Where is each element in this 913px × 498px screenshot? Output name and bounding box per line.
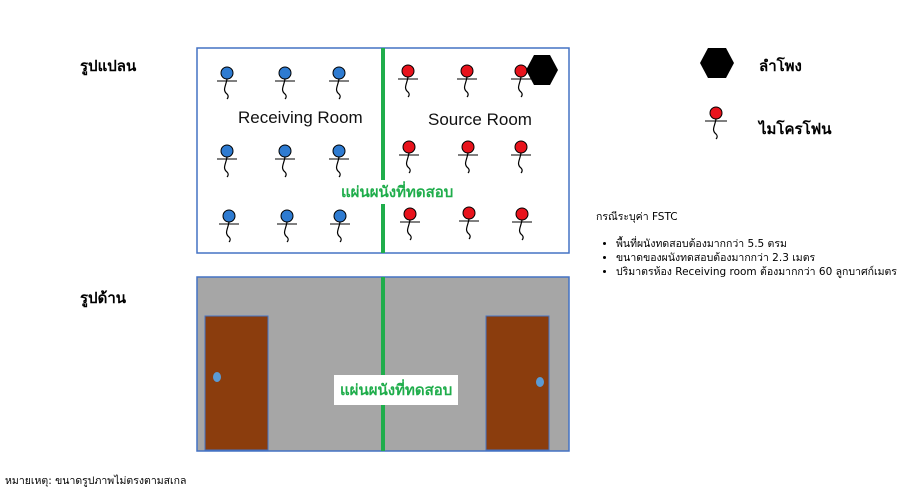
receiving-microphone-icon: [275, 144, 295, 178]
plan-test-wall-label: แผ่นผนังที่ทดสอบ: [339, 180, 456, 204]
legend-microphone-label: ไมโครโฟน: [759, 120, 832, 138]
requirement-item: พื้นที่ผนังทดสอบต้องมากกว่า 5.5 ตรม: [616, 237, 906, 251]
legend-speaker-label: ลำโพง: [759, 57, 802, 75]
plan-view-label: รูปแปลน: [80, 57, 137, 75]
source-microphone-icon: [399, 140, 419, 174]
source-room-label: Source Room: [428, 110, 532, 129]
source-microphone-icon: [512, 207, 532, 241]
requirement-item: ปริมาตรห้อง Receiving room ต้องมากกว่า 6…: [616, 265, 906, 279]
receiving-microphone-icon: [275, 66, 295, 100]
legend-microphone-icon: [705, 106, 727, 140]
speaker-icon: [526, 55, 558, 85]
left-door-knob: [213, 372, 221, 382]
scale-note: หมายเหตุ: ขนาดรูปภาพไม่ตรงตามสเกล: [5, 475, 187, 487]
source-microphone-icon: [458, 140, 478, 174]
receiving-microphone-icon: [219, 209, 239, 243]
side-test-wall-label: แผ่นผนังที่ทดสอบ: [334, 375, 459, 405]
legend-speaker-icon: [700, 48, 734, 78]
source-microphone-icon: [400, 207, 420, 241]
source-microphone-icon: [398, 64, 418, 98]
plan-view-diagram: [196, 47, 570, 254]
requirements-title: กรณีระบุค่า FSTC: [596, 211, 678, 223]
receiving-microphone-icon: [329, 144, 349, 178]
receiving-microphone-icon: [329, 66, 349, 100]
side-view-label: รูปด้าน: [80, 289, 126, 307]
side-view-diagram: [196, 276, 570, 452]
receiving-microphone-icon: [277, 209, 297, 243]
receiving-microphone-icon: [330, 209, 350, 243]
source-microphone-icon: [511, 64, 531, 98]
receiving-room-label: Receiving Room: [238, 108, 363, 127]
left-door: [204, 315, 269, 451]
requirements-list: พื้นที่ผนังทดสอบต้องมากกว่า 5.5 ตรม ขนาด…: [596, 237, 906, 279]
requirement-item: ขนาดของผนังทดสอบต้องมากกว่า 2.3 เมตร: [616, 251, 906, 265]
receiving-microphone-icon: [217, 144, 237, 178]
source-microphone-icon: [511, 140, 531, 174]
source-microphone-icon: [459, 206, 479, 240]
right-door-knob: [536, 377, 544, 387]
source-microphone-icon: [457, 64, 477, 98]
receiving-microphone-icon: [217, 66, 237, 100]
